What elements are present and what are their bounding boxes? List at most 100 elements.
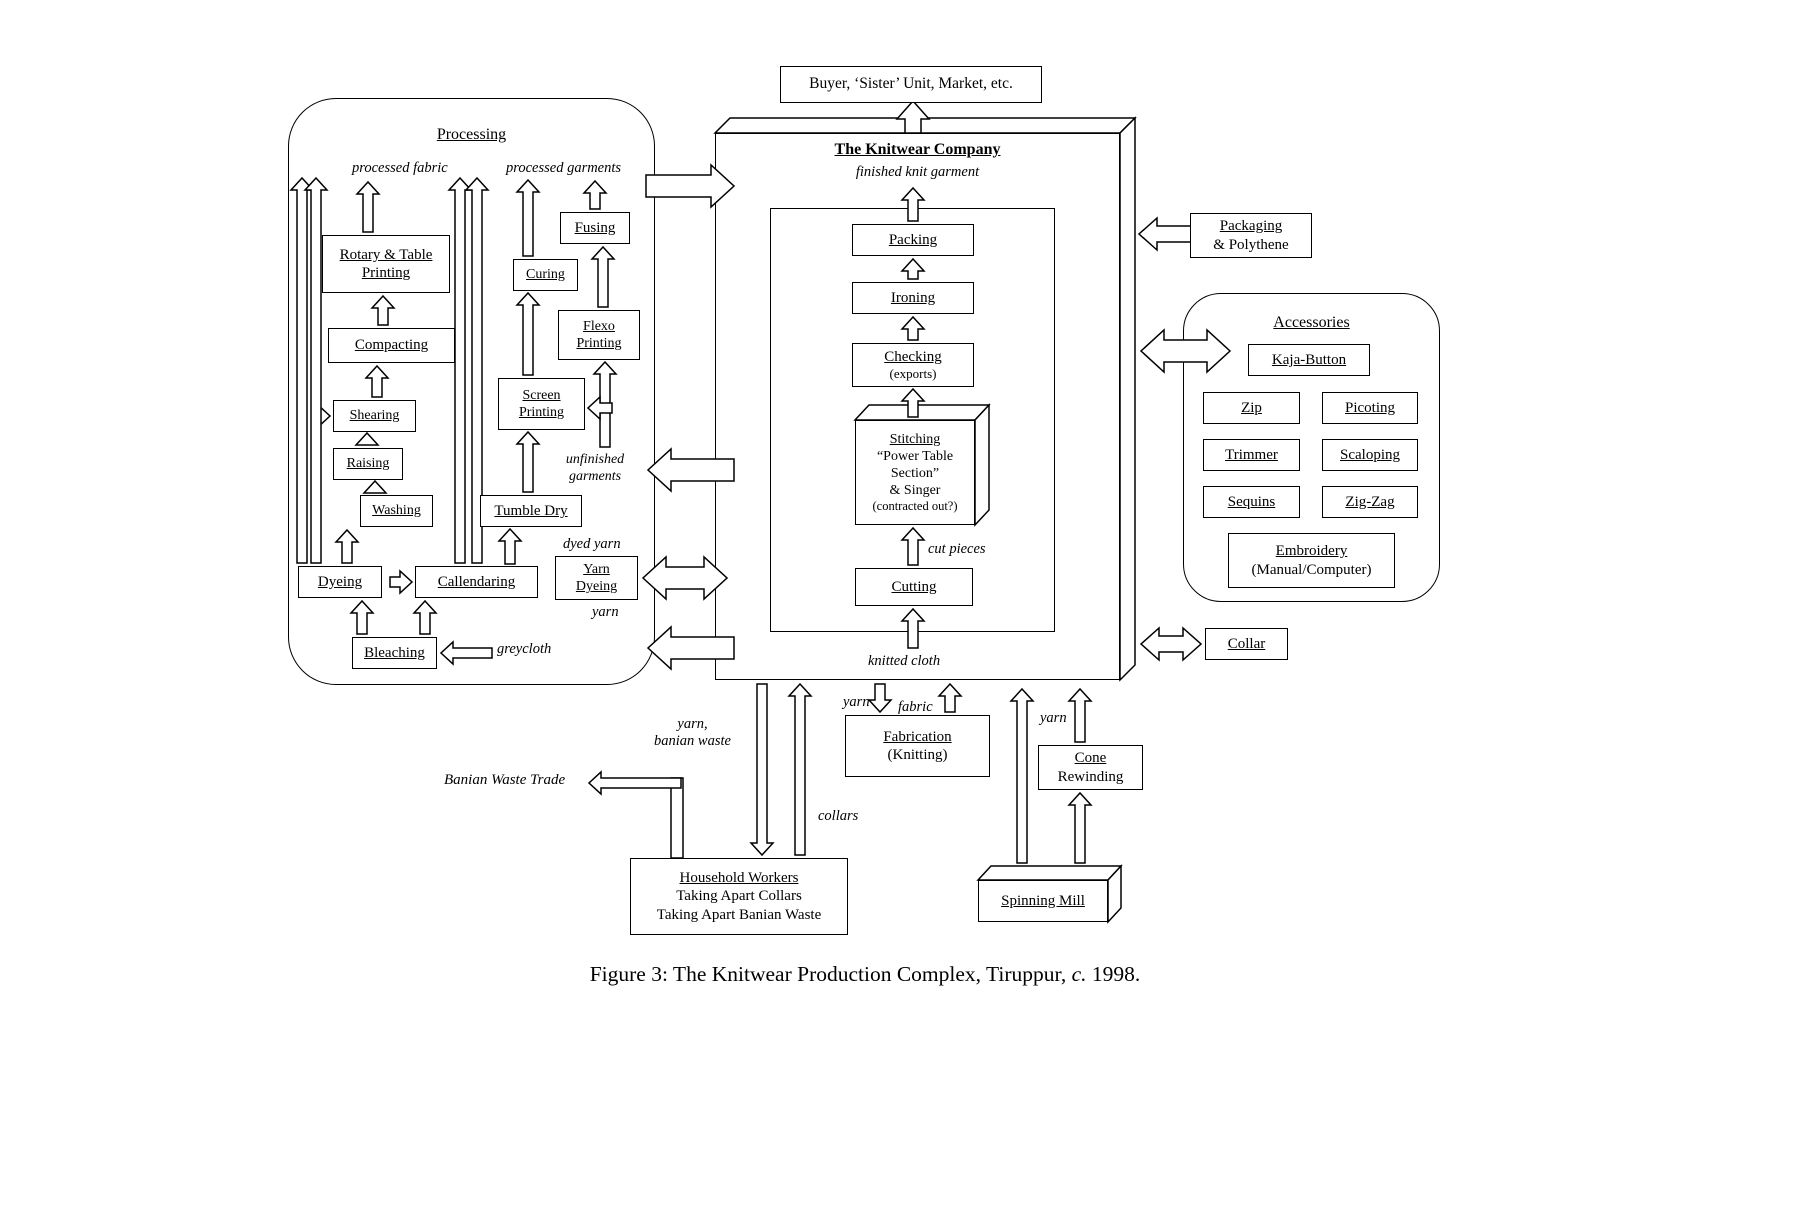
flow-arrow bbox=[867, 683, 893, 714]
sequins-label: Sequins bbox=[1227, 493, 1276, 510]
stitching-label-1: Stitching bbox=[889, 431, 941, 447]
fabrication-label-1: Fabrication bbox=[883, 728, 952, 745]
flow-arrow bbox=[1067, 791, 1093, 864]
collars-label: collars bbox=[818, 808, 859, 824]
cone-label-2: Rewinding bbox=[1057, 768, 1124, 785]
spinning-mill-box: Spinning Mill bbox=[978, 880, 1108, 922]
stitching-label-5: (contracted out?) bbox=[872, 499, 958, 514]
packaging-label-2: & Polythene bbox=[1213, 236, 1289, 253]
cone-rewinding-box: Cone Rewinding bbox=[1038, 745, 1143, 790]
tumble-dry-box: Tumble Dry bbox=[480, 495, 582, 527]
yarn-dyeing-box: Yarn Dyeing bbox=[555, 556, 638, 600]
banian-waste-trade-label: Banian Waste Trade bbox=[444, 772, 566, 788]
callendaring-box: Callendaring bbox=[415, 566, 538, 598]
bleaching-label: Bleaching bbox=[364, 644, 425, 661]
collar-label: Collar bbox=[1227, 635, 1266, 652]
cut-pieces-label: cut pieces bbox=[928, 541, 986, 557]
flow-arrow bbox=[587, 770, 682, 796]
collar-box: Collar bbox=[1205, 628, 1288, 660]
washing-label: Washing bbox=[372, 503, 421, 519]
dyed-yarn-label: dyed yarn bbox=[563, 536, 621, 552]
caption-prefix: Figure 3: The Knitwear Production Comple… bbox=[589, 962, 1072, 986]
scaloping-label: Scaloping bbox=[1340, 446, 1400, 463]
screen-label-2: Printing bbox=[518, 405, 565, 420]
zip-box: Zip bbox=[1203, 392, 1300, 424]
spinning-mill-3d-top bbox=[976, 865, 1123, 881]
fabrication-box: Fabrication (Knitting) bbox=[845, 715, 990, 777]
household-label-2: Taking Apart Collars bbox=[676, 888, 802, 905]
ironing-label: Ironing bbox=[890, 289, 936, 306]
caption-suffix: 1998. bbox=[1086, 962, 1141, 986]
stitching-label-4: & Singer bbox=[889, 482, 941, 498]
cutting-box: Cutting bbox=[855, 568, 973, 606]
packing-box: Packing bbox=[852, 224, 974, 256]
trimmer-label: Trimmer bbox=[1225, 446, 1278, 463]
rotary-printing-box: Rotary & Table Printing bbox=[322, 235, 450, 293]
fusing-label: Fusing bbox=[574, 219, 616, 236]
compacting-label: Compacting bbox=[354, 337, 429, 354]
yarn-banian-waste-label: yarn, banian waste bbox=[635, 716, 750, 751]
processing-container bbox=[288, 98, 655, 685]
company-3d-right bbox=[1119, 116, 1136, 682]
rotary-label-2: Printing bbox=[361, 265, 411, 281]
company-title: The Knitwear Company bbox=[834, 141, 1001, 158]
flow-arrow bbox=[895, 99, 931, 134]
flow-arrow bbox=[749, 683, 775, 857]
caption-circa: c. bbox=[1071, 962, 1087, 986]
spinning-mill-3d-right bbox=[1107, 864, 1122, 924]
embroidery-label-1: Embroidery bbox=[1275, 543, 1348, 560]
zig-zag-label: Zig-Zag bbox=[1345, 493, 1395, 510]
yarn-dyeing-label-2: Dyeing bbox=[575, 579, 618, 594]
fusing-box: Fusing bbox=[560, 212, 630, 244]
packaging-box: Packaging & Polythene bbox=[1190, 213, 1312, 258]
yarn-dyeing-label-1: Yarn bbox=[583, 561, 610, 577]
spinning-mill-label: Spinning Mill bbox=[1001, 892, 1085, 909]
scaloping-box: Scaloping bbox=[1322, 439, 1418, 471]
yarn-cone-label: yarn bbox=[1040, 710, 1067, 726]
packing-label: Packing bbox=[888, 231, 938, 248]
household-label-1: Household Workers bbox=[679, 870, 799, 887]
company-subtitle: finished knit garment bbox=[855, 164, 980, 180]
yarn-banian-line-1: yarn, bbox=[677, 716, 708, 732]
screen-label-1: Screen bbox=[522, 387, 561, 403]
curing-box: Curing bbox=[513, 259, 578, 291]
yarn-fabrication-label: yarn bbox=[843, 694, 870, 710]
rotary-label-1: Rotary & Table bbox=[339, 246, 433, 263]
flow-arrow bbox=[787, 682, 813, 856]
flexo-printing-box: Flexo Printing bbox=[558, 310, 640, 360]
dyeing-box: Dyeing bbox=[298, 566, 382, 598]
callendaring-label: Callendaring bbox=[437, 573, 516, 590]
stitching-label-3: Section” bbox=[890, 465, 940, 481]
fabrication-label-2: (Knitting) bbox=[887, 747, 948, 763]
kaja-button-box: Kaja-Button bbox=[1248, 344, 1370, 376]
fabric-label: fabric bbox=[898, 699, 933, 715]
flow-arrow bbox=[1067, 687, 1093, 743]
knitted-cloth-label: knitted cloth bbox=[868, 653, 941, 669]
raising-label: Raising bbox=[346, 456, 390, 472]
accessories-title: Accessories bbox=[1273, 314, 1350, 331]
unfinished-garments-label: unfinished garments bbox=[545, 452, 645, 486]
cutting-label: Cutting bbox=[891, 578, 937, 595]
unfinished-garments-line-2: garments bbox=[568, 468, 622, 484]
greycloth-label: greycloth bbox=[497, 641, 552, 657]
unfinished-garments-line-1: unfinished bbox=[565, 452, 625, 467]
bleaching-box: Bleaching bbox=[352, 637, 437, 669]
processed-fabric-label: processed fabric bbox=[352, 160, 448, 176]
ironing-box: Ironing bbox=[852, 282, 974, 314]
dyeing-label: Dyeing bbox=[317, 573, 363, 590]
embroidery-box: Embroidery (Manual/Computer) bbox=[1228, 533, 1395, 588]
accessories-container bbox=[1183, 293, 1440, 602]
flow-arrow bbox=[937, 682, 963, 713]
buyer-box: Buyer, ‘Sister’ Unit, Market, etc. bbox=[780, 66, 1042, 103]
tumble-dry-label: Tumble Dry bbox=[494, 502, 568, 519]
picoting-box: Picoting bbox=[1322, 392, 1418, 424]
screen-printing-box: Screen Printing bbox=[498, 378, 585, 430]
yarn-label-left: yarn bbox=[592, 604, 619, 620]
trimmer-box: Trimmer bbox=[1203, 439, 1300, 471]
washing-box: Washing bbox=[360, 495, 433, 527]
stitching-box: Stitching “Power Table Section” & Singer… bbox=[855, 420, 975, 525]
cone-label-1: Cone bbox=[1074, 750, 1107, 767]
zip-label: Zip bbox=[1241, 399, 1262, 416]
stitching-label-2: “Power Table bbox=[876, 448, 954, 464]
